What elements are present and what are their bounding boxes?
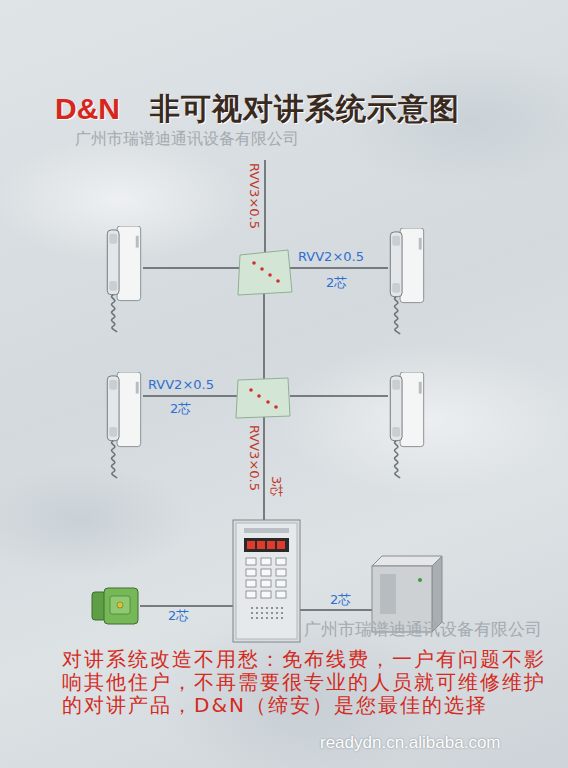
electric-lock: [92, 588, 138, 624]
cable-spec: RVV2×0.5: [148, 378, 214, 393]
brand-logo: D&N: [55, 92, 120, 127]
distributor-boxes: [236, 250, 292, 418]
watermark: 广州市瑞谱迪通讯设备有限公司: [75, 130, 299, 148]
core-count: 2芯: [170, 402, 191, 417]
cable-spec: RVV3×0.5: [246, 163, 261, 229]
cable-spec: RVV2×0.5: [298, 250, 364, 265]
watermark: 广州市瑞谱迪通讯设备有限公司: [304, 620, 542, 640]
diagram-title: 非可视对讲系统示意图: [150, 92, 460, 127]
promo-note: 对讲系统改造不用愁：免布线费，一户有问题不影响其他住户，不再需要很专业的人员就可…: [62, 648, 546, 717]
indoor-handsets: [107, 226, 423, 478]
cable-spec: RVV3×0.5: [246, 425, 261, 491]
core-count: 2芯: [330, 593, 351, 608]
wire-lines: [140, 160, 388, 610]
core-count: 2芯: [168, 609, 189, 624]
core-count: 2芯: [326, 276, 347, 291]
site-url: readydn.cn.alibaba.com: [320, 733, 501, 753]
door-station-panel: [233, 520, 300, 642]
core-count: 3芯: [268, 476, 283, 497]
